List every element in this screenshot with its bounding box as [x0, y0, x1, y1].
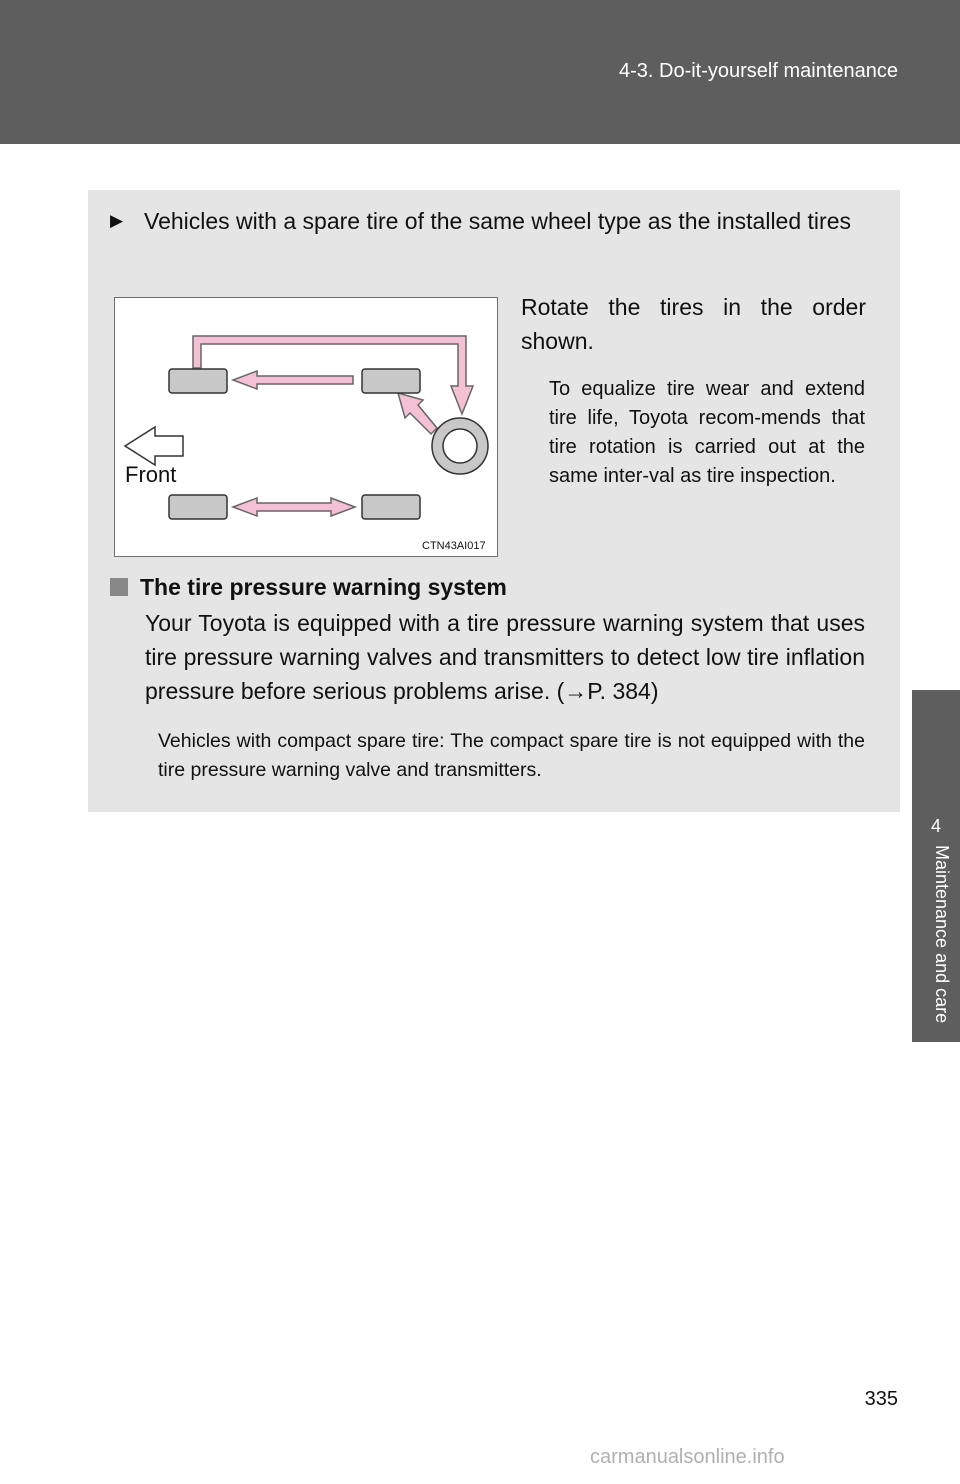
tire-top-right — [361, 368, 421, 394]
bullet-text: Vehicles with a spare tire of the same w… — [144, 208, 851, 234]
chapter-label: Maintenance and care — [932, 845, 952, 1024]
front-label: Front — [125, 462, 176, 487]
spare-to-rear-arrow — [396, 391, 439, 436]
tire-bottom-left — [168, 494, 228, 520]
rotation-instruction: Rotate the tires in the order shown. — [521, 294, 866, 354]
watermark: carmanualsonline.info — [590, 1446, 785, 1468]
section-title: 4-3. Do-it-yourself maintenance — [618, 60, 898, 82]
triangle-bullet-icon: ▶ — [110, 211, 124, 230]
figure-code: CTN43AI017 — [422, 540, 486, 552]
front-direction-arrow — [123, 425, 184, 467]
spare-tire-hub — [442, 428, 478, 464]
tire-rotation-svg: Front CTN43AI017 — [123, 335, 489, 552]
tire-bottom-right — [361, 494, 421, 520]
compact-spare-note: Vehicles with compact spare tire: The co… — [158, 730, 865, 781]
chapter-number: 4 — [930, 816, 941, 836]
chapter-side-tab: 4 Maintenance and care — [912, 690, 960, 1042]
tire-rotation-diagram: Front CTN43AI017 — [114, 297, 498, 557]
page-number: 335 — [864, 1388, 898, 1410]
tpws-body: Your Toyota is equipped with a tire pres… — [145, 610, 865, 704]
rotation-note: To equalize tire wear and extend tire li… — [549, 378, 865, 487]
tpws-heading-text: The tire pressure warning system — [140, 574, 507, 600]
swap-arrow — [230, 496, 358, 518]
loop-arrow — [192, 335, 475, 417]
tpws-heading: The tire pressure warning system — [110, 570, 870, 604]
rear-to-front-arrow — [230, 369, 354, 391]
vehicle-type-bullet: ▶ Vehicles with a spare tire of the same… — [110, 204, 870, 238]
page-header: 4-3. Do-it-yourself maintenance — [0, 0, 960, 144]
square-bullet-icon — [110, 578, 128, 596]
tire-top-left — [168, 368, 228, 394]
